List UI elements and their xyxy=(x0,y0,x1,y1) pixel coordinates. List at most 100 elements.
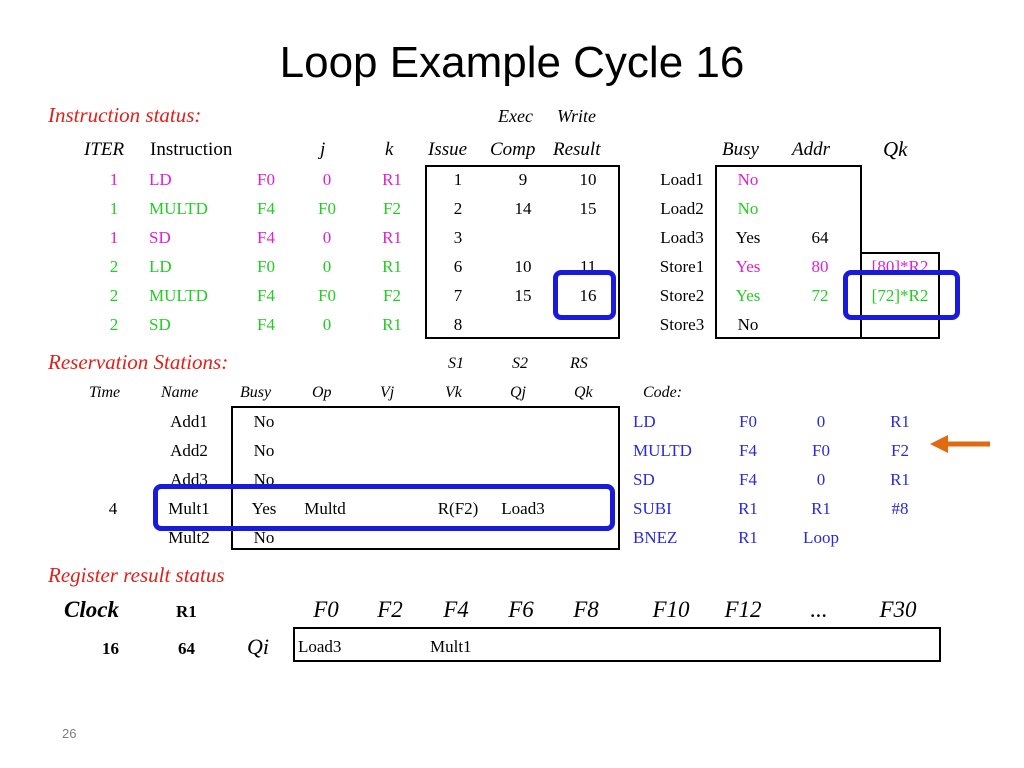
current-instruction-arrow-icon xyxy=(930,435,990,453)
code-arg2: F0 xyxy=(812,441,830,460)
instruction-k: R1 xyxy=(382,257,402,276)
instruction-k: R1 xyxy=(382,315,402,334)
instruction-j: 0 xyxy=(322,315,332,334)
buffer-name: Load2 xyxy=(660,199,704,218)
rs-busy: Yes xyxy=(251,499,277,518)
register-name-4: F8 xyxy=(573,597,599,622)
code-op: MULTD xyxy=(633,441,692,460)
register-name-3: F6 xyxy=(508,597,534,622)
code-arg2: R1 xyxy=(811,499,831,518)
instruction-status-box xyxy=(425,165,620,339)
j-header: j xyxy=(320,139,326,160)
write-label: Write xyxy=(557,106,596,126)
s1-label: S1 xyxy=(448,355,464,372)
instruction-iter: 2 xyxy=(109,315,119,334)
instruction-k: F2 xyxy=(383,286,401,305)
store-qk-box xyxy=(860,252,940,339)
code-arg1: F0 xyxy=(739,412,757,431)
rs-busy: No xyxy=(253,441,275,460)
rs-name: Add1 xyxy=(170,412,208,431)
rs-name: Add2 xyxy=(170,441,208,460)
instruction-comp: 10 xyxy=(514,257,532,276)
code-arg3: R1 xyxy=(890,412,910,431)
exec-label: Exec xyxy=(498,106,533,126)
rs-busy: No xyxy=(253,528,275,547)
register-name-2: F4 xyxy=(443,597,469,622)
rs-busy-header: Busy xyxy=(240,384,272,401)
qi-label: Qi xyxy=(247,634,269,659)
register-name-7: ... xyxy=(810,597,828,622)
rs-label: RS xyxy=(570,355,588,372)
time-header: Time xyxy=(89,384,121,401)
comp-header: Comp xyxy=(490,139,536,160)
code-header: Code: xyxy=(643,384,683,401)
instruction-status-label: Instruction status: xyxy=(48,103,202,127)
clock-value: 16 xyxy=(102,639,119,658)
instruction-issue: 3 xyxy=(453,228,463,247)
instruction-result: 15 xyxy=(579,199,597,218)
reservation-stations-label: Reservation Stations: xyxy=(48,350,229,374)
instruction-issue: 1 xyxy=(453,170,463,189)
k-header: k xyxy=(385,139,394,160)
instruction-op: MULTD xyxy=(149,199,208,218)
code-op: LD xyxy=(633,412,656,431)
buffer-busy: Yes xyxy=(735,257,761,276)
rs-vk: R(F2) xyxy=(437,499,479,518)
instruction-op: SD xyxy=(149,228,171,247)
buffer-busy: No xyxy=(737,315,759,334)
instruction-iter: 1 xyxy=(109,170,119,189)
buffer-busy: Yes xyxy=(735,286,761,305)
instruction-dest: F4 xyxy=(257,286,275,305)
register-name-1: F2 xyxy=(377,597,403,622)
code-arg2: 0 xyxy=(816,412,826,431)
instruction-comp: 14 xyxy=(514,199,532,218)
rs-qj: Load3 xyxy=(501,499,545,518)
name-header: Name xyxy=(161,384,199,401)
register-status-label: Register result status xyxy=(48,563,225,587)
buffer-busy: No xyxy=(737,170,759,189)
r1-value: 64 xyxy=(178,639,195,658)
s2-label: S2 xyxy=(512,355,528,372)
vk-header: Vk xyxy=(445,384,462,401)
code-arg3: #8 xyxy=(891,499,909,518)
buffer-addr: 72 xyxy=(811,286,829,305)
instruction-comp: 9 xyxy=(518,170,528,189)
instruction-iter: 1 xyxy=(109,199,119,218)
register-name-6: F12 xyxy=(724,597,762,622)
page-number: 26 xyxy=(62,726,77,741)
buffer-name: Load3 xyxy=(660,228,704,247)
rs-op: Multd xyxy=(304,499,346,518)
buffer-busy: Yes xyxy=(735,228,761,247)
code-arg1: F4 xyxy=(739,470,757,489)
instruction-iter: 2 xyxy=(109,257,119,276)
rs-time: 4 xyxy=(108,499,118,518)
instruction-iter: 2 xyxy=(109,286,119,305)
instruction-dest: F4 xyxy=(257,228,275,247)
register-qi-0: Load3 xyxy=(298,637,342,656)
buffer-name: Store3 xyxy=(659,315,705,334)
instruction-dest: F0 xyxy=(257,257,275,276)
instruction-comp: 15 xyxy=(514,286,532,305)
register-name-8: F30 xyxy=(879,597,917,622)
instruction-result: 10 xyxy=(579,170,597,189)
issue-header: Issue xyxy=(428,139,468,160)
mult1-highlight xyxy=(153,484,615,531)
qj-header: Qj xyxy=(510,384,526,401)
code-arg3: F2 xyxy=(891,441,909,460)
rs-busy: No xyxy=(253,412,275,431)
result-header: Result xyxy=(553,139,601,160)
code-arg2: 0 xyxy=(816,470,826,489)
code-arg1: F4 xyxy=(739,441,757,460)
instruction-issue: 2 xyxy=(453,199,463,218)
load-store-box xyxy=(715,165,862,339)
r1-label: R1 xyxy=(176,602,197,621)
register-status-box xyxy=(293,627,941,662)
instruction-k: R1 xyxy=(382,228,402,247)
instruction-j: F0 xyxy=(318,286,336,305)
buffer-addr: 64 xyxy=(811,228,829,247)
result-16-highlight xyxy=(553,270,616,320)
qk-header: Qk xyxy=(883,137,908,161)
code-op: SD xyxy=(633,470,655,489)
code-arg2: Loop xyxy=(803,528,839,547)
rs-qk-header: Qk xyxy=(574,384,593,401)
